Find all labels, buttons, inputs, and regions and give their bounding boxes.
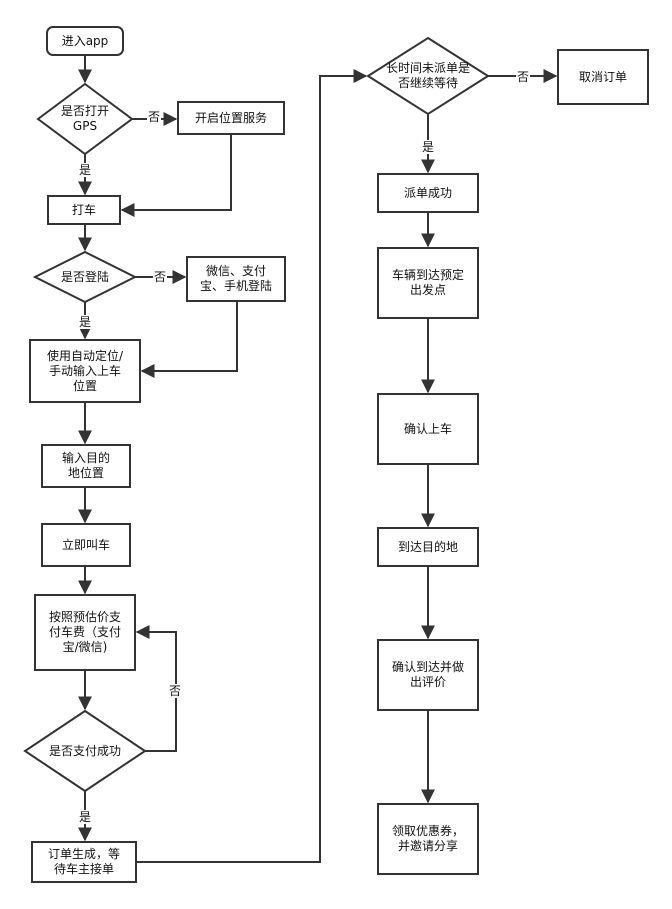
coupon-share-shape <box>377 803 479 875</box>
car-arrived-node: 车辆到达预定 出发点 <box>391 268 464 297</box>
pickup-location-shape <box>29 339 141 403</box>
dispatch-success-node: 派单成功 <box>403 185 452 200</box>
gps-no-label: 否 <box>147 110 162 124</box>
gps-check-node: 是否打开 GPS <box>60 104 109 133</box>
dispatch-success-shape <box>377 173 479 213</box>
pay-yes-label: 是 <box>78 810 93 824</box>
pay-check-node: 是否支付成功 <box>48 743 121 758</box>
order-created-node: 订单生成，等 待车主接单 <box>47 847 120 876</box>
call-now-node: 立即叫车 <box>61 537 110 552</box>
destination-shape <box>41 444 131 488</box>
login-methods-node: 微信、支付 宝、手机登陆 <box>199 264 272 293</box>
pickup-location-node: 使用自动定位/ 手动输入上车 位置 <box>46 348 124 393</box>
arrive-destination-shape <box>377 527 479 567</box>
start-node: 进入app <box>61 33 109 48</box>
pay-no-label: 否 <box>168 684 183 698</box>
edge-location-to-hail <box>120 134 232 217</box>
edge-methods-to-pickup <box>140 301 238 378</box>
hail-node-shape <box>47 195 121 225</box>
wait-check-node: 长时间未派单是 否继续等待 <box>385 61 470 90</box>
gps-yes-label: 是 <box>78 163 93 177</box>
login-yes-label: 是 <box>78 315 93 329</box>
call-now-shape <box>41 523 131 567</box>
enable-location-node: 开启位置服务 <box>194 110 267 125</box>
login-check-node: 是否登陆 <box>60 269 109 284</box>
coupon-share-node: 领取优惠券， 并邀请分享 <box>391 824 464 853</box>
car-arrived-shape <box>377 247 479 319</box>
cancel-order-node: 取消订单 <box>578 69 627 84</box>
confirm-board-shape <box>377 393 479 465</box>
hail-node: 打车 <box>71 202 96 217</box>
arrive-destination-node: 到达目的地 <box>397 539 458 554</box>
confirm-board-node: 确认上车 <box>403 421 452 436</box>
confirm-rate-shape <box>377 639 479 711</box>
login-no-label: 否 <box>153 270 168 284</box>
edge-order-to-wait <box>136 69 368 863</box>
confirm-rate-node: 确认到达并做 出评价 <box>391 660 464 689</box>
prepay-node: 按照预估价支 付车费（支付 宝/微信) <box>48 610 121 654</box>
prepay-shape <box>34 594 136 671</box>
cancel-order-shape <box>557 49 649 105</box>
wait-no-label: 否 <box>516 70 531 84</box>
wait-yes-label: 是 <box>421 140 436 154</box>
destination-node: 输入目的 地位置 <box>61 451 110 480</box>
